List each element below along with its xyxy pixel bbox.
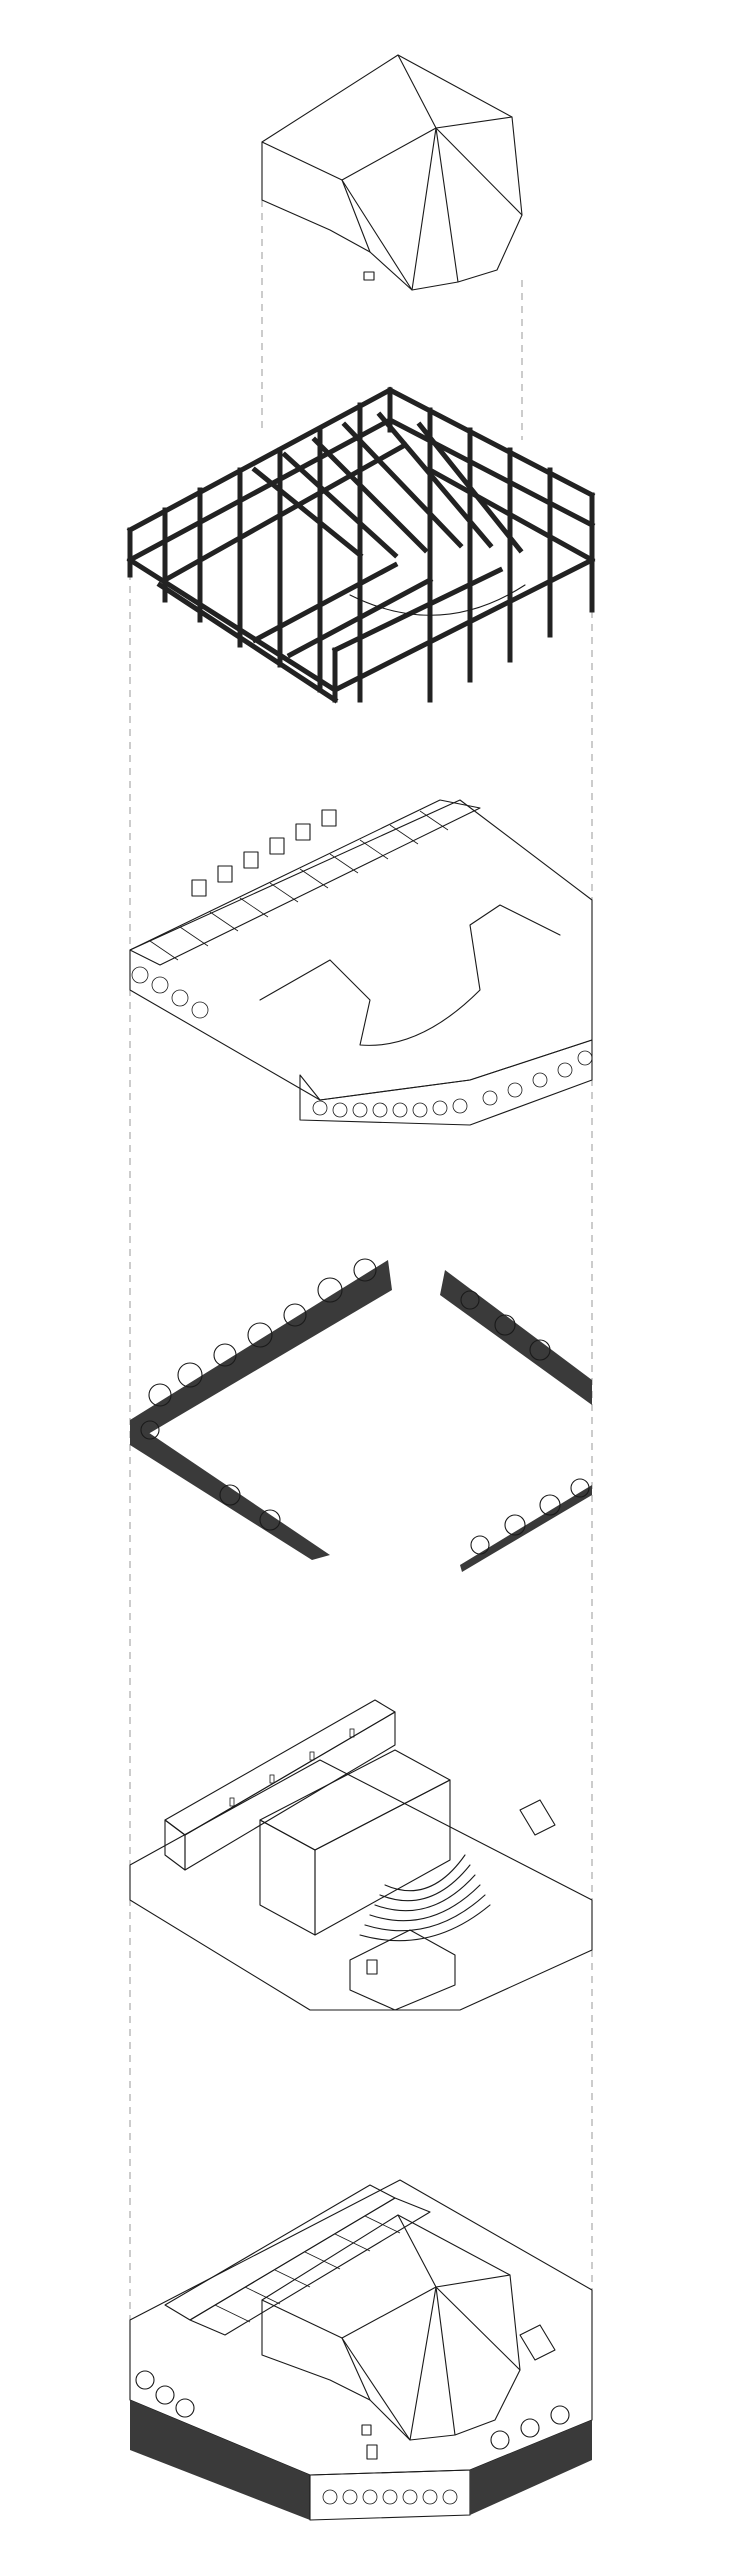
building-long-side: [184, 1711, 396, 1871]
assembly-rock-right: [470, 2420, 592, 2515]
frame-columns: [127, 387, 595, 703]
building-auditorium-steps: [359, 1854, 491, 1942]
platform-stage-cutout: [259, 904, 561, 1046]
building-site-plate: [129, 1759, 593, 2011]
layer-roof: [261, 54, 523, 291]
layer-structure: [126, 386, 596, 704]
alignment-guides: [129, 200, 593, 2380]
rock-wall-right-front: [460, 1485, 592, 1572]
rock-wall-boulders: [140, 1258, 590, 1555]
layer-rock-walls: [130, 1258, 592, 1572]
roof-shell: [261, 54, 523, 291]
assembly-rock-pattern: [135, 2370, 570, 2505]
assembly-stair-entrance: [366, 2444, 378, 2460]
assembly-door: [361, 2424, 372, 2436]
building-stair-east: [519, 1799, 556, 1836]
building-flytower-right: [314, 1779, 451, 1936]
roof-hatch-icon: [363, 271, 375, 281]
assembly-long-roof: [164, 2184, 396, 2321]
rock-wall-left-front: [130, 1420, 330, 1560]
frame-curved-base: [349, 584, 526, 616]
assembly-rock-front: [309, 2469, 471, 2521]
building-flytower-left: [259, 1819, 316, 1936]
building-foyer: [349, 1929, 456, 2011]
platform-rock-pattern: [131, 966, 593, 1118]
assembly-stair-east: [519, 2324, 556, 2361]
assembly-roof-shell: [261, 2214, 521, 2441]
assembly-rock-left: [130, 2400, 310, 2520]
rock-wall-left-back: [130, 1260, 392, 1440]
platform-grid-wall: [129, 799, 481, 966]
platform-windows: [191, 809, 337, 897]
platform-top: [129, 799, 593, 1101]
roof-facets: [261, 54, 523, 291]
layer-platform: [129, 799, 593, 1126]
rock-wall-right-back: [440, 1270, 592, 1405]
assembly-roof-facets: [261, 2214, 521, 2441]
frame-trusses: [251, 411, 524, 559]
layer-assembly: [129, 2179, 593, 2521]
building-windows: [229, 1728, 355, 1807]
building-stair-entrance: [366, 1959, 378, 1975]
building-long-front: [164, 1819, 186, 1871]
layer-building: [129, 1699, 593, 2011]
assembly-grid-wall: [189, 2197, 431, 2336]
